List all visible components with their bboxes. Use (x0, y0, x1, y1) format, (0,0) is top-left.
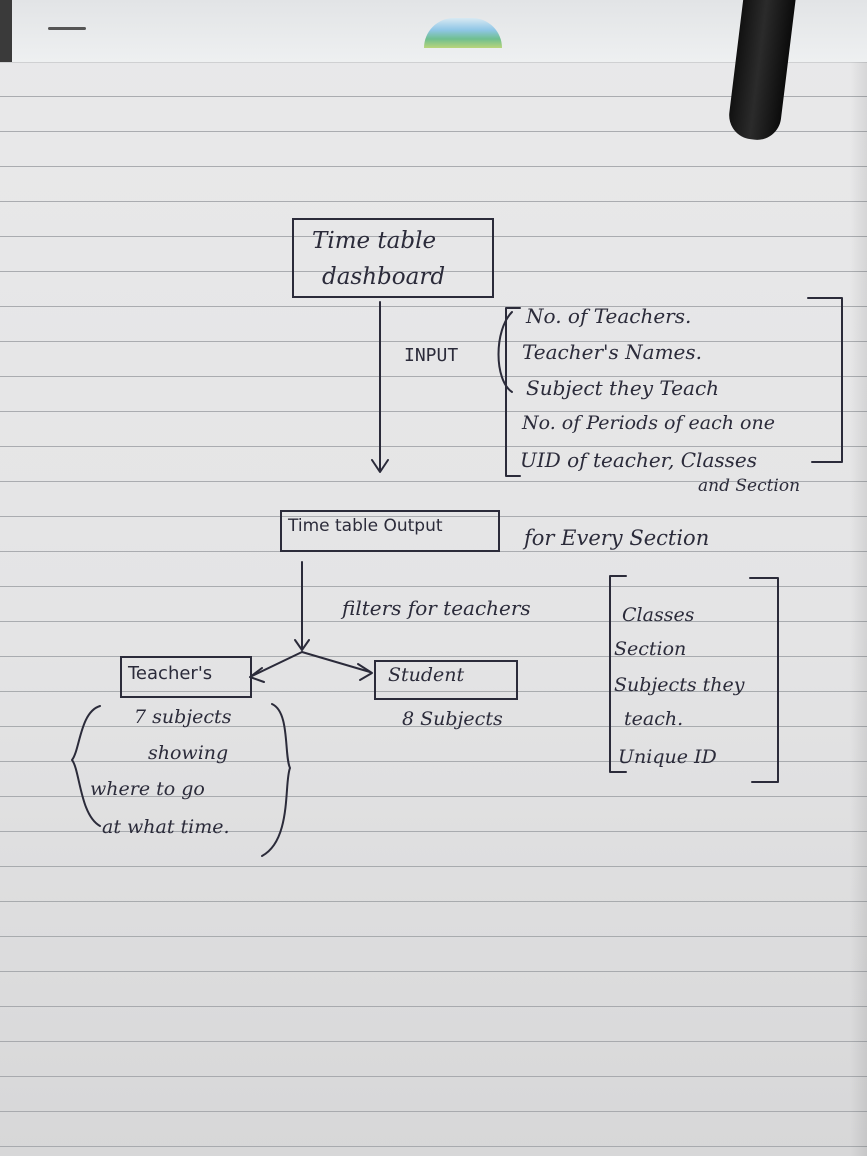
teachers-left-brace (71, 705, 101, 827)
input-label: INPUT (404, 345, 459, 366)
notebook-logo-icon (424, 18, 502, 48)
input-list-bracket-right (807, 297, 843, 463)
student-arrow (301, 651, 371, 673)
teachers-note-line: 7 subjects (134, 706, 232, 728)
filters-list-item: Unique ID (618, 746, 717, 768)
student-arrow-head (357, 663, 373, 681)
header-dash-mark (48, 27, 86, 30)
input-brace (497, 311, 513, 393)
filters-bracket (609, 575, 627, 773)
page-edge-shadow (850, 62, 867, 1156)
dashboard-node (292, 218, 494, 298)
input-list-item: Subject they Teach (526, 376, 720, 400)
student-label: Student (388, 664, 465, 686)
student-note: 8 Subjects (402, 708, 503, 730)
student-node (374, 660, 518, 700)
page-top-strip (0, 0, 867, 63)
filters-label: filters for teachers (342, 596, 531, 620)
filters-list-item: Subjects they (614, 674, 745, 696)
teachers-note-line: at what time. (102, 816, 230, 838)
teachers-right-brace (261, 703, 291, 857)
input-arrow-head (371, 459, 389, 473)
teachers-arrow-head (249, 667, 265, 683)
dashboard-title-line2: dashboard (322, 264, 446, 290)
teachers-note-line: showing (148, 742, 229, 764)
input-list-item: UID of teacher, Classes (520, 448, 757, 472)
filters-list-item: Section (614, 638, 687, 660)
filters-bracket-right (749, 577, 779, 783)
filters-list-item: teach. (624, 708, 684, 730)
input-list-item: No. of Teachers. (526, 304, 692, 328)
input-list-item: Teacher's Names. (522, 340, 702, 364)
ruled-lines (0, 62, 867, 1156)
dashboard-title-line1: Time table (312, 228, 437, 254)
teachers-node (120, 656, 252, 698)
page-corner-shadow (0, 0, 12, 62)
teachers-note-line: where to go (90, 778, 205, 800)
output-arrow-head (294, 639, 310, 651)
teachers-label: Teacher's (128, 663, 213, 684)
output-note: for Every Section (524, 526, 710, 550)
input-list-bracket (505, 307, 521, 477)
input-list-item: No. of Periods of each one (522, 412, 775, 434)
output-node (280, 510, 500, 552)
filters-list-item: Classes (622, 604, 695, 626)
teachers-arrow (251, 651, 303, 677)
output-label: Time table Output (288, 516, 443, 536)
input-list-item: and Section (698, 476, 801, 496)
